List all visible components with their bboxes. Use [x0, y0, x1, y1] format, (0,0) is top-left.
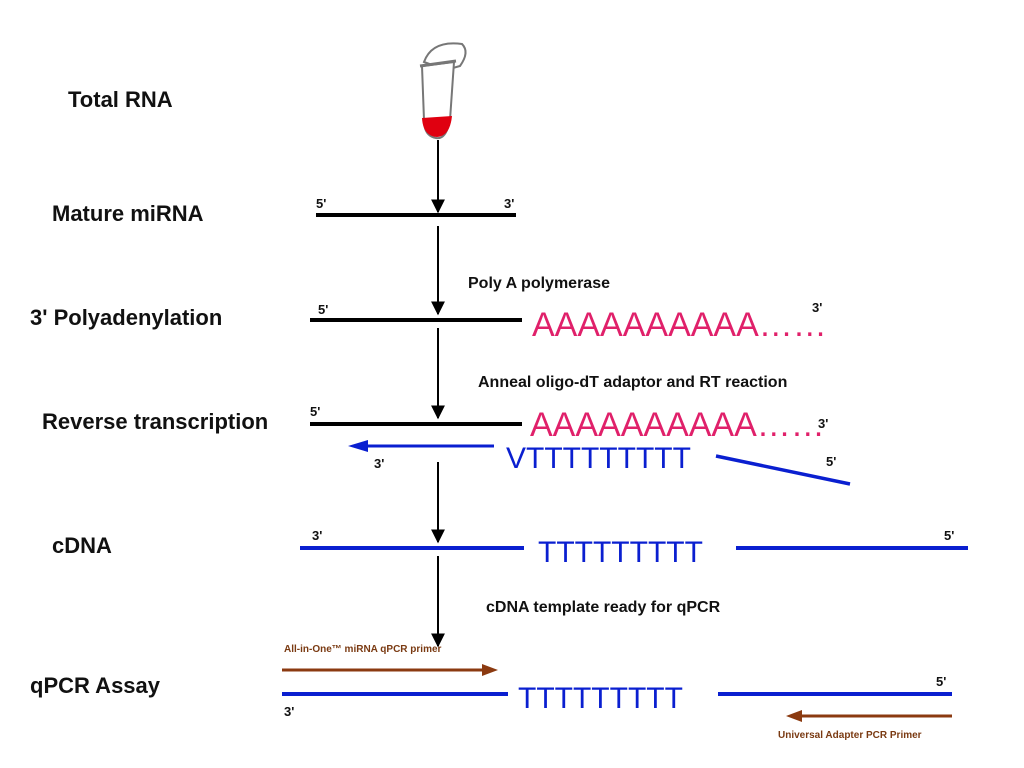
- end-label-5-prime: 5': [936, 674, 946, 689]
- reverse-transcription-complex: 5' AAAAAAAAAA…… 3' 3' VTTTTTTTTT 5': [310, 404, 851, 486]
- poly-t-sequence: TTTTTTTTT: [538, 536, 703, 569]
- all-in-one-primer-label: All-in-One™ miRNA qPCR primer: [284, 644, 442, 655]
- end-label-3-prime: 3': [504, 196, 514, 211]
- poly-a-tail: AAAAAAAAAA……: [530, 406, 825, 444]
- step-label-reverse-transcription: Reverse transcription: [42, 409, 268, 434]
- annotation-anneal-rt: Anneal oligo-dT adaptor and RT reaction: [478, 374, 787, 391]
- step-label-mature-mirna: Mature miRNA: [52, 201, 204, 226]
- end-label-5-prime: 5': [944, 528, 954, 543]
- universal-primer-label: Universal Adapter PCR Primer: [778, 730, 922, 741]
- reverse-primer-arrowhead: [786, 710, 802, 722]
- qpcr-assay-complex: All-in-One™ miRNA qPCR primer 3' TTTTTTT…: [282, 644, 952, 741]
- poly-a-tail: AAAAAAAAAA……: [532, 306, 827, 344]
- poly-t-sequence: TTTTTTTTT: [518, 682, 683, 715]
- annotation-poly-a-polymerase: Poly A polymerase: [468, 275, 610, 292]
- end-label-3-prime: 3': [818, 416, 828, 431]
- mature-mirna-strand: 5' 3': [316, 196, 516, 217]
- end-label-3-prime: 3': [374, 456, 384, 471]
- end-label-5-prime: 5': [826, 454, 836, 469]
- end-label-3-prime: 3': [284, 704, 294, 719]
- end-label-5-prime: 5': [318, 302, 328, 317]
- end-label-5-prime: 5': [316, 196, 326, 211]
- end-label-3-prime: 3': [312, 528, 322, 543]
- polyadenylated-strand: 5' AAAAAAAAAA…… 3': [310, 300, 827, 344]
- cdna-extension-arrowhead: [348, 440, 368, 452]
- annotation-cdna-ready: cDNA template ready for qPCR: [486, 599, 721, 616]
- end-label-5-prime: 5': [310, 404, 320, 419]
- step-label-qpcr-assay: qPCR Assay: [30, 673, 161, 698]
- step-label-cdna: cDNA: [52, 533, 112, 558]
- microcentrifuge-tube-icon: [419, 42, 467, 140]
- end-label-3-prime: 3': [812, 300, 822, 315]
- step-label-polyadenylation: 3' Polyadenylation: [30, 305, 222, 330]
- step-label-total-rna: Total RNA: [68, 87, 173, 112]
- adaptor-tail: [715, 454, 851, 486]
- cdna-strand: 3' TTTTTTTTT 5': [300, 528, 968, 569]
- oligo-dt-adaptor: VTTTTTTTTT: [506, 442, 691, 475]
- forward-primer-arrowhead: [482, 664, 498, 676]
